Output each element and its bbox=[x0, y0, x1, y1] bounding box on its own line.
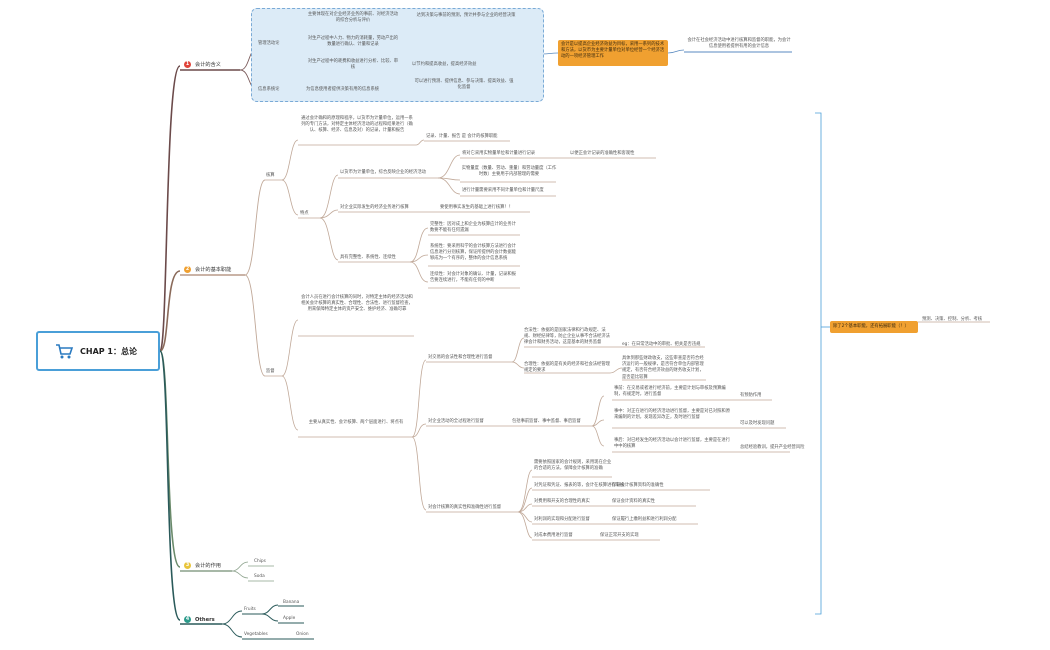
node-info[interactable]: 信息系统论 bbox=[258, 87, 280, 92]
node-sup-1b[interactable]: 合理性：依据的是有关的经济和社会法经管理规定的要求 bbox=[524, 362, 610, 374]
number-badge: 2 bbox=[184, 266, 191, 273]
branch-label: 会计的基本职能 bbox=[195, 267, 232, 273]
node-feature-3b[interactable]: 系统性：要采用科学的会计核算方法进行会计信息进行分别核算，保证所提供的会计数据能… bbox=[430, 244, 516, 262]
node-sup-3a[interactable]: 需要依照国家的会计规则，采用现在企业的合适的方法，保障会计核算的准确 bbox=[534, 460, 612, 472]
node-sup-2b2-result[interactable]: 可以及时发现问题 bbox=[740, 421, 775, 426]
branch-label: 会计的含义 bbox=[195, 62, 221, 68]
meaning-summary-node[interactable]: 会计是以提高企业经济效益为目标，采用一系列的技术和方法，以货币为主要计量单位对单… bbox=[558, 40, 668, 66]
node-feature-1a[interactable]: 将对它采用实物量单位和计量进行记录 bbox=[462, 151, 536, 156]
node-sup-1a-result[interactable]: eg：在日常活动中的审批、把关是否违规 bbox=[622, 342, 701, 347]
node-sup-2b1-result[interactable]: 有预防作用 bbox=[740, 393, 762, 398]
node-onion[interactable]: Onion bbox=[296, 632, 309, 637]
branch-meaning[interactable]: 1 会计的含义 bbox=[184, 61, 221, 68]
node-mgmt-item-2[interactable]: 对生产过程中人力、物力的消耗量，劳动产出的数量进行确认、计量和记录 bbox=[307, 36, 399, 48]
node-feature-1b[interactable]: 实物量度（数量、劳动、重量）和劳动量度（工作时数）主要用于内部管理的需要 bbox=[461, 166, 557, 178]
node-sup-3e[interactable]: 对成本费用进行监督 bbox=[534, 533, 573, 538]
extended-functions-node[interactable]: 除了2个基本职能，还有拓展职能（！） bbox=[830, 321, 918, 333]
node-sup-3c[interactable]: 对费用和开支的合理性的真实 bbox=[534, 499, 590, 504]
node-feature-1c[interactable]: 进行计量需要采用不同计量单位和计量尺度 bbox=[462, 188, 544, 193]
node-mgmt-result-2[interactable]: 以节约和提高收益，提高经济效益 bbox=[412, 62, 477, 67]
root-node[interactable]: CHAP 1：总论 bbox=[36, 331, 160, 371]
node-accounting-def[interactable]: 通过会计确和的原理和程序，以货币为计量单位，运用一系列的专门方法，对特定主体经济… bbox=[301, 116, 413, 134]
node-sup-3b[interactable]: 对凭证和凭证、报表的等，会计在核算进行审核 bbox=[534, 483, 625, 488]
root-title: CHAP 1：总论 bbox=[80, 346, 137, 356]
node-banana[interactable]: Banana bbox=[283, 600, 300, 605]
node-mgmt-item-3[interactable]: 对生产过程中的耗费和收益进行分析、比较、审核 bbox=[307, 59, 399, 71]
node-sup-2b2[interactable]: 事中：对正在进行的经济活动进行监督，主要是对已对照和原来编制的计划，发现差异改正… bbox=[614, 409, 731, 421]
node-sup-2b3[interactable]: 事后：对已经发生的经济活动以会计进行监督，主要是在进行中中的核算 bbox=[614, 438, 731, 450]
node-feature-1[interactable]: 以货币为计量单位，综合反映企业的经济活动 bbox=[340, 170, 426, 175]
node-mgmt-item-1[interactable]: 主要体现在对企业经济业务的事前、对经济活动的综合分析与评价 bbox=[307, 12, 399, 24]
node-supervision-main[interactable]: 主要从真实性、会计核算、两个层面进行、将点有 bbox=[308, 420, 404, 425]
node-feature-3a[interactable]: 完整性：因对成上和企业为核算应计的业务计数要不能有任何遗漏 bbox=[430, 222, 516, 234]
node-sup-2[interactable]: 对企业活动的全过程进行监督 bbox=[428, 419, 484, 424]
node-accounting-summary[interactable]: 记录、计量、报告 是 会计的核算职能 bbox=[426, 134, 498, 139]
node-feature-2-result[interactable]: 要使用事实发生的基础上进行核算！！ bbox=[440, 205, 514, 210]
node-vegetables[interactable]: Vegetables bbox=[244, 632, 268, 637]
node-features[interactable]: 特点 bbox=[300, 211, 309, 216]
node-mgmt-result-1[interactable]: 达到决策与事前的预测，预计并参与企业的经营决策 bbox=[416, 13, 516, 18]
node-sup-3b-result[interactable]: 保证会计核算资料的准确性 bbox=[612, 483, 664, 488]
node-sup-1[interactable]: 对交易的会法性和合理性进行监督 bbox=[428, 355, 493, 360]
number-badge: 3 bbox=[184, 562, 191, 569]
number-badge: 1 bbox=[184, 61, 191, 68]
node-sup-1b-result[interactable]: 具体到那些财政收支，这些审查是否符合经济运行的一般规律，是否符合单位内部管理规定… bbox=[622, 356, 704, 380]
node-extended-list[interactable]: 预测、决策、控制、分析、考核 bbox=[922, 317, 983, 322]
branch-label: 会计的作用 bbox=[195, 563, 221, 569]
branch-others[interactable]: 4 Others bbox=[184, 616, 215, 623]
node-sup-3d-result[interactable]: 保证履行上缴利益和进行利润分配 bbox=[612, 517, 677, 522]
node-sup-2b3-result[interactable]: 总结经验教训，提升产业经营风险 bbox=[740, 445, 805, 450]
node-sup-1a[interactable]: 合法性：依据的是国家法律和行政规定、法规、财经纪律等，防止企业从事不合法经济法律… bbox=[524, 328, 610, 346]
node-sup-3[interactable]: 对会计核算的真实性和准确性进行监督 bbox=[428, 505, 502, 510]
node-apple[interactable]: Apple bbox=[283, 616, 296, 621]
node-sup-2a[interactable]: 包括事前监督、事中监督、事后监督 bbox=[512, 419, 581, 424]
node-meaning-right[interactable]: 会计在社会经济活动中进行核算和监督的职能，为会计信息使用者提供有用的会计信息 bbox=[687, 38, 791, 50]
node-sup-3e-result[interactable]: 保证正常开支的实现 bbox=[600, 533, 639, 538]
meaning-summary-box bbox=[251, 8, 544, 102]
node-role-item-1[interactable]: Chips bbox=[254, 559, 266, 564]
node-feature-1a-result[interactable]: 以便正会计记录的准确性和客观性 bbox=[570, 151, 635, 156]
node-feature-3[interactable]: 具有完整性、系统性、连续性 bbox=[340, 255, 396, 260]
node-supervision[interactable]: 监督 bbox=[266, 369, 275, 374]
node-feature-3c[interactable]: 连续性：对会计对象的确认、计量，记录和报告要连续进行，不能有任何的中断 bbox=[430, 272, 516, 284]
branch-role[interactable]: 3 会计的作用 bbox=[184, 562, 221, 569]
node-accounting[interactable]: 核算 bbox=[266, 173, 275, 178]
branch-functions[interactable]: 2 会计的基本职能 bbox=[184, 266, 231, 273]
number-badge: 4 bbox=[184, 616, 191, 623]
node-feature-2[interactable]: 对企业实际发生的经济业务进行核算 bbox=[340, 205, 409, 210]
node-fruits[interactable]: Fruits bbox=[244, 607, 256, 612]
node-sup-3c-result[interactable]: 保证会计资料的真实性 bbox=[612, 499, 655, 504]
node-role-item-2[interactable]: Soda bbox=[254, 574, 265, 579]
branch-label: Others bbox=[195, 616, 215, 623]
node-sup-2b1[interactable]: 事前：在交易或者进行经济前，主要是计划与审核及预算编制，有规定时，进行监督 bbox=[614, 386, 726, 398]
node-sup-3d[interactable]: 对利润的实现和分配进行监督 bbox=[534, 517, 590, 522]
cart-icon bbox=[56, 344, 74, 359]
node-supervision-def[interactable]: 会计人员在进行会计核算的同时，对特定主体的经济活动和相关会计核算的真实性、合理性… bbox=[301, 295, 413, 313]
node-info-item[interactable]: 为信息使用者提供决策有用的信息系统 bbox=[306, 87, 380, 92]
node-info-result[interactable]: 可以进行预测、提供信息、参与决策、提高效益、强化监督 bbox=[414, 79, 514, 91]
node-mgmt[interactable]: 管理活动论 bbox=[258, 41, 280, 46]
